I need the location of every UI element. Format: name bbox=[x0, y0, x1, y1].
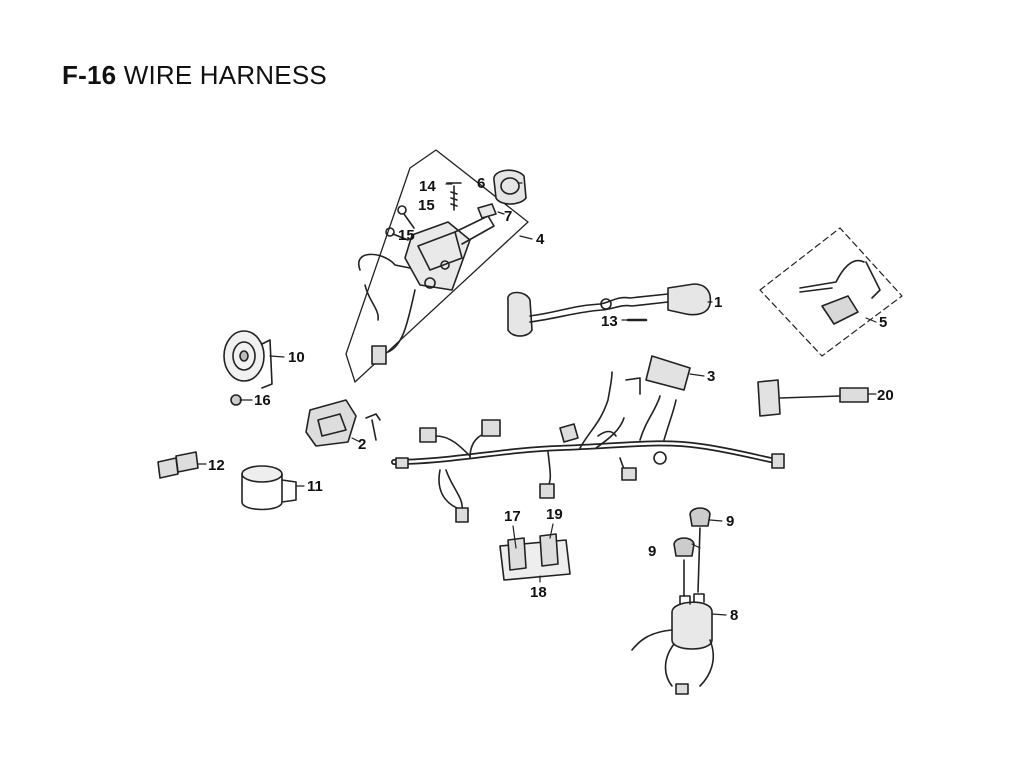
regulator-part bbox=[305, 399, 381, 447]
connector-20-part bbox=[757, 379, 869, 417]
fuse-group-outline bbox=[759, 227, 903, 357]
callout-12: 12 bbox=[208, 457, 225, 474]
ignition-coil-part bbox=[507, 283, 712, 337]
callout-5: 5 bbox=[879, 314, 887, 331]
relay-part bbox=[157, 451, 199, 479]
horn-part bbox=[223, 330, 273, 389]
page-title-text: WIRE HARNESS bbox=[123, 60, 327, 90]
callout-4: 4 bbox=[536, 231, 545, 248]
callout-8: 8 bbox=[730, 607, 738, 624]
bolt-15-parts bbox=[385, 205, 415, 241]
callout-9-lower: 9 bbox=[648, 543, 656, 560]
callout-20: 20 bbox=[877, 387, 894, 404]
callout-17: 17 bbox=[504, 508, 521, 525]
page-title: F-16 WIRE HARNESS bbox=[62, 60, 327, 91]
starter-relay-part bbox=[241, 465, 297, 511]
fuse-holder-part bbox=[499, 533, 571, 581]
callout-1: 1 bbox=[714, 294, 722, 311]
callout-19: 19 bbox=[546, 506, 563, 523]
callout-18: 18 bbox=[530, 584, 547, 601]
callout-9-upper: 9 bbox=[726, 513, 734, 530]
page-code: F-16 bbox=[62, 60, 117, 90]
rectifier-assembly-part bbox=[631, 527, 715, 695]
fuse-box-part bbox=[799, 259, 881, 325]
main-wire-harness bbox=[391, 371, 785, 523]
callout-7: 7 bbox=[504, 208, 512, 225]
callout-16: 16 bbox=[254, 392, 271, 409]
callout-13: 13 bbox=[601, 313, 618, 330]
callout-2: 2 bbox=[358, 436, 366, 453]
ignition-switch-part bbox=[357, 215, 495, 365]
callout-11: 11 bbox=[307, 478, 323, 495]
screw-14-part bbox=[446, 182, 462, 211]
ignition-group-outline bbox=[345, 149, 529, 383]
callout-3: 3 bbox=[707, 368, 715, 385]
callout-14: 14 bbox=[419, 178, 436, 195]
key-part-7 bbox=[477, 203, 497, 219]
cap-9-parts bbox=[673, 507, 711, 557]
component-3-part bbox=[645, 355, 691, 391]
callout-15-lower: 15 bbox=[398, 227, 415, 244]
callout-10: 10 bbox=[288, 349, 305, 366]
callout-15-upper: 15 bbox=[418, 197, 435, 214]
key-cylinder-cap-part bbox=[493, 169, 527, 205]
callout-6: 6 bbox=[477, 175, 485, 192]
leader-lines bbox=[197, 182, 877, 616]
